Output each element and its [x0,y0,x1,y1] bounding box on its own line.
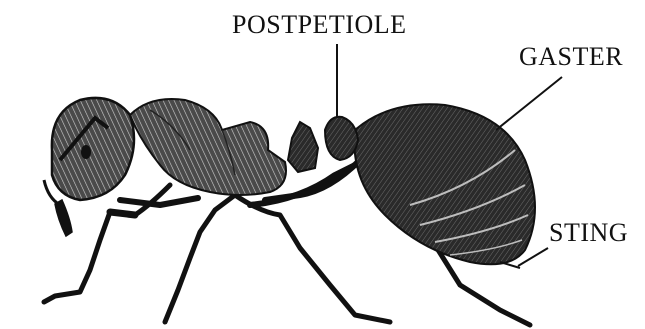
gaster-leader [496,77,562,130]
gaster-label: GASTER [519,44,623,70]
thorax [130,99,286,195]
sting-label: STING [549,220,628,246]
postpetiole-label: POSTPETIOLE [232,12,407,38]
gaster [354,104,535,268]
petiole-segments [288,117,358,172]
eye-icon [81,145,91,159]
